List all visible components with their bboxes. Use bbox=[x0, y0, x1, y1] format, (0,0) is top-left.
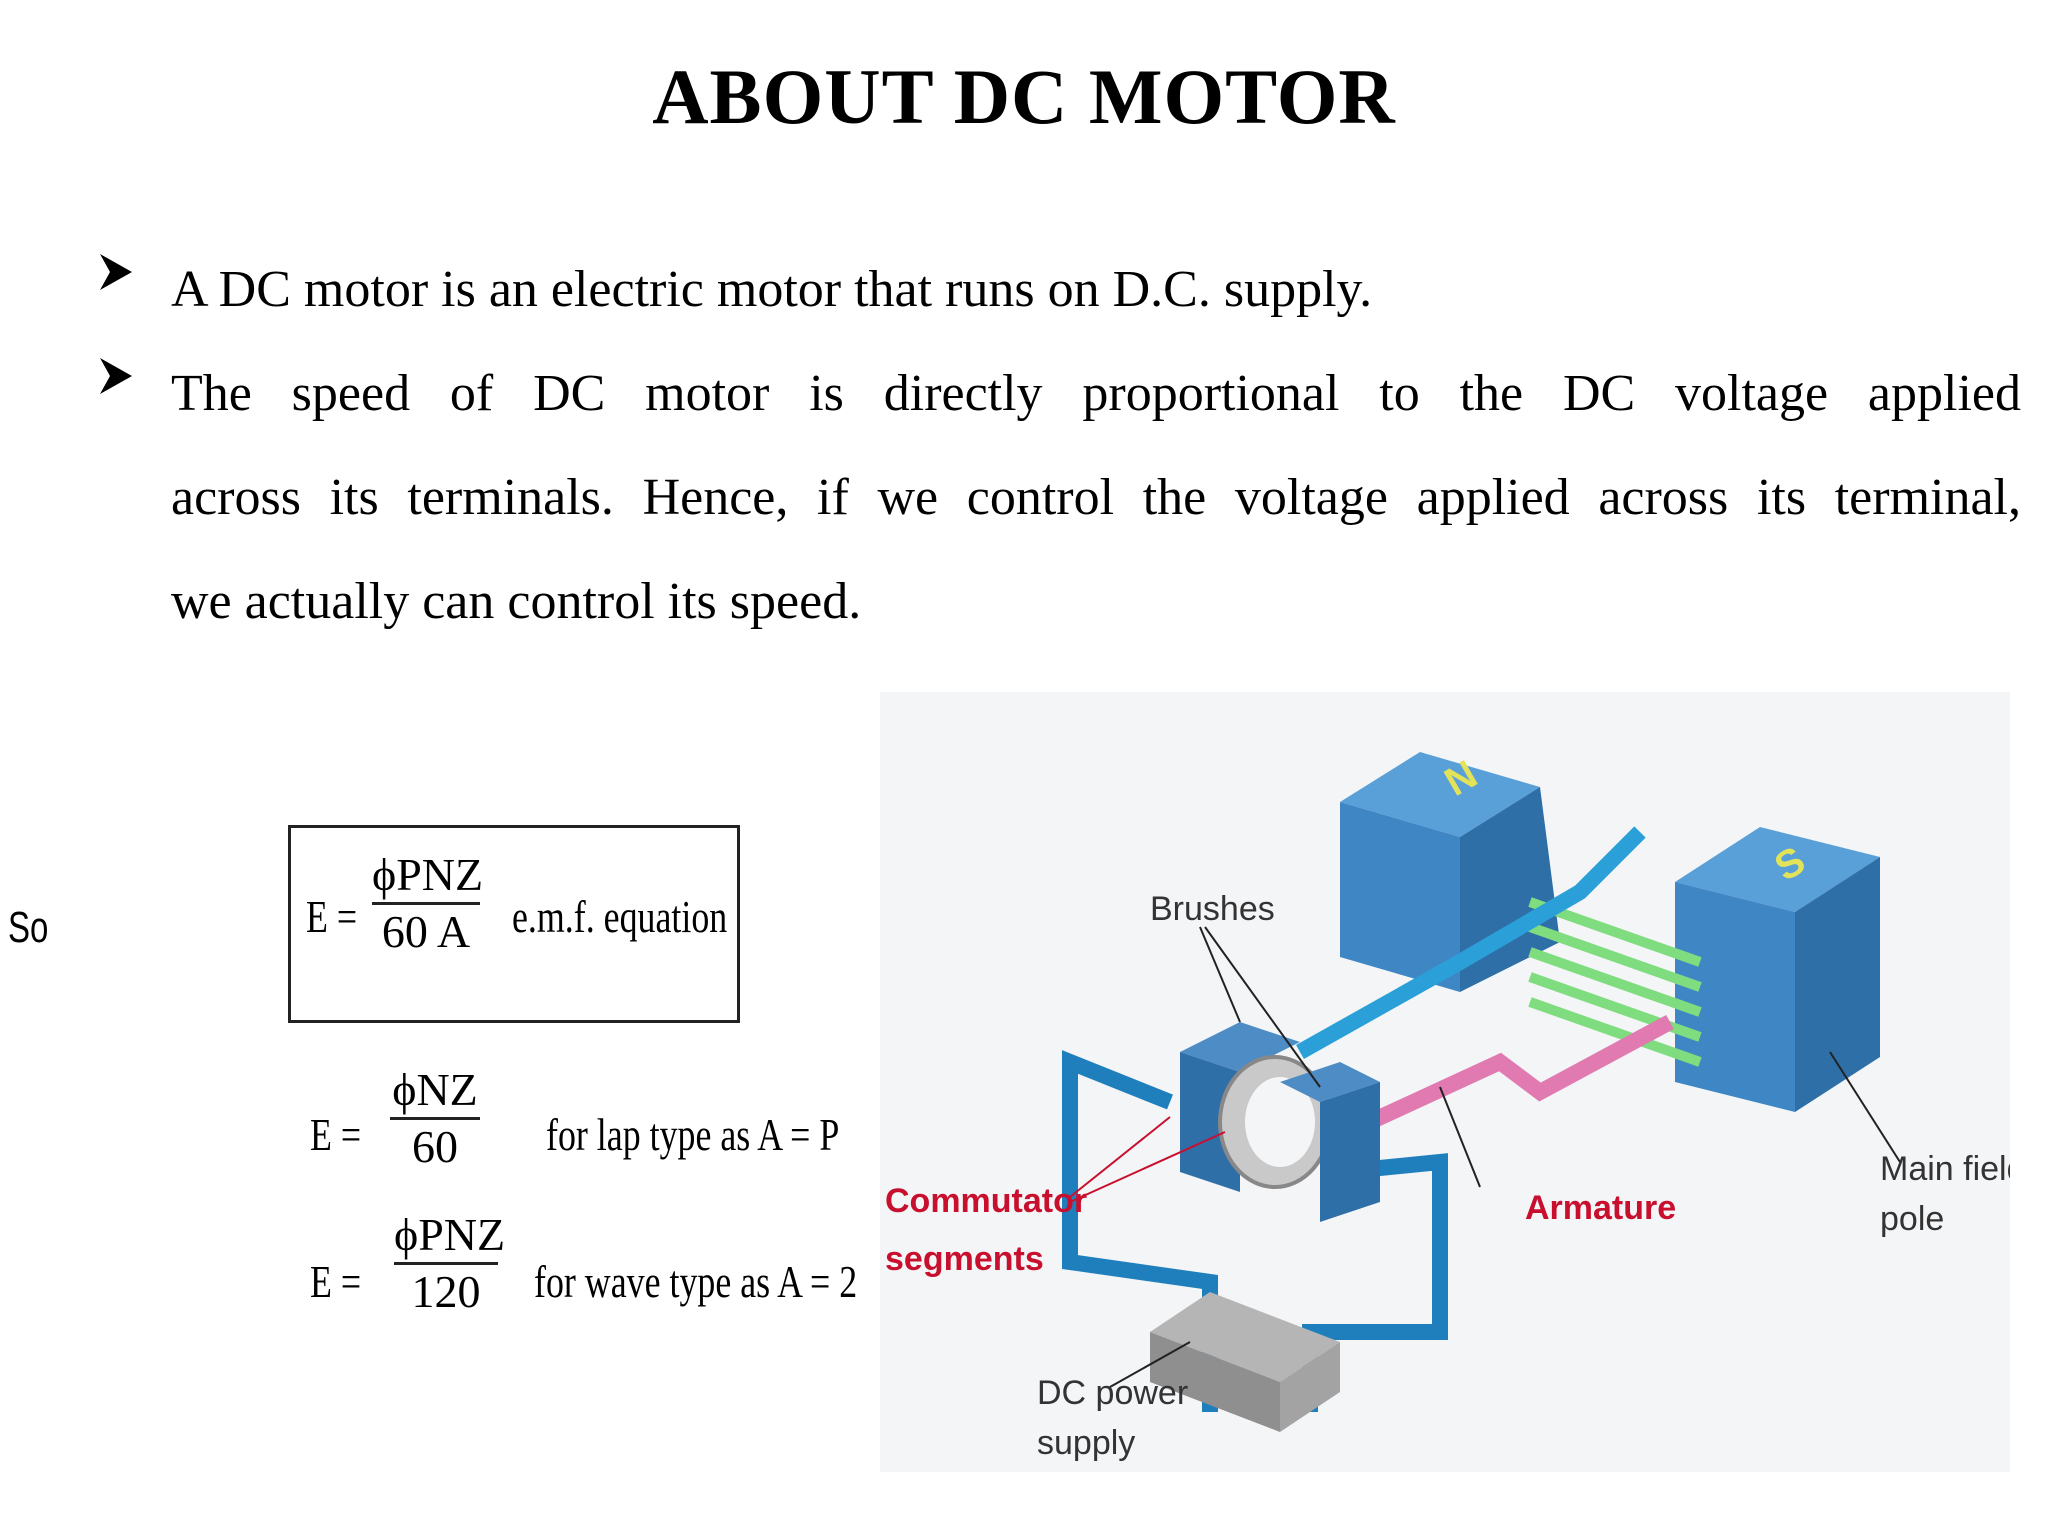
wave-fraction: ϕPNZ 120 bbox=[394, 1209, 506, 1317]
label-main-field-2: pole bbox=[1880, 1200, 1944, 1238]
lap-lhs: E = bbox=[310, 1109, 362, 1160]
label-dc-power-2: supply bbox=[1037, 1424, 1135, 1462]
emf-fraction: ϕPNZ 60 A bbox=[372, 849, 484, 957]
coil-upper bbox=[1296, 826, 1646, 1059]
fraction-bar bbox=[372, 902, 480, 905]
so-label: So bbox=[8, 903, 49, 952]
wave-label: for wave type as A = 2 bbox=[534, 1256, 858, 1307]
emf-label: e.m.f. equation bbox=[512, 891, 728, 942]
dc-motor-diagram: N S bbox=[880, 692, 2010, 1472]
n-pole-block: N bbox=[1340, 752, 1560, 992]
emf-lhs: E = bbox=[306, 891, 358, 942]
wave-denominator: 120 bbox=[411, 1266, 481, 1317]
bullet-2-line-2: across its terminals. Hence, if we contr… bbox=[171, 469, 2021, 526]
armature-conductor bbox=[1366, 1014, 1674, 1130]
lap-fraction: ϕNZ 60 bbox=[390, 1065, 480, 1172]
bullet-2-line-1: The speed of DC motor is directly propor… bbox=[171, 365, 2021, 422]
leader-lines bbox=[1069, 926, 1901, 1388]
s-pole-block: S bbox=[1675, 827, 1880, 1112]
lap-numerator: ϕNZ bbox=[392, 1064, 478, 1115]
label-main-field-1: Main field bbox=[1880, 1150, 2010, 1188]
bullet-1-text: A DC motor is an electric motor that run… bbox=[171, 261, 1373, 318]
label-brushes: Brushes bbox=[1150, 890, 1275, 928]
emf-denominator: 60 A bbox=[381, 906, 471, 957]
label-commutator-2: segments bbox=[885, 1240, 1044, 1278]
emf-numerator: ϕPNZ bbox=[372, 849, 484, 900]
lap-denominator: 60 bbox=[412, 1121, 458, 1172]
brush-commutator-assembly bbox=[1180, 1022, 1380, 1222]
bullet-arrow-icon bbox=[96, 248, 136, 307]
page-title: ABOUT DC MOTOR bbox=[652, 53, 1396, 140]
bullet-2-line-3: we actually can control its speed. bbox=[171, 573, 862, 630]
bullet-2-text: The speed of DC motor is directly propor… bbox=[171, 342, 2021, 654]
bullet-arrow-icon bbox=[96, 352, 136, 411]
label-armature: Armature bbox=[1525, 1189, 1676, 1227]
emf-equation-box bbox=[288, 825, 740, 1023]
fraction-bar bbox=[394, 1262, 498, 1265]
lap-label: for lap type as A = P bbox=[546, 1109, 840, 1160]
wave-numerator: ϕPNZ bbox=[394, 1209, 506, 1260]
fraction-bar bbox=[390, 1117, 480, 1120]
wave-lhs: E = bbox=[310, 1256, 362, 1307]
label-commutator-1: Commutator bbox=[885, 1182, 1087, 1220]
label-dc-power-1: DC power bbox=[1037, 1374, 1188, 1412]
dc-power-supply-block bbox=[1150, 1292, 1340, 1432]
